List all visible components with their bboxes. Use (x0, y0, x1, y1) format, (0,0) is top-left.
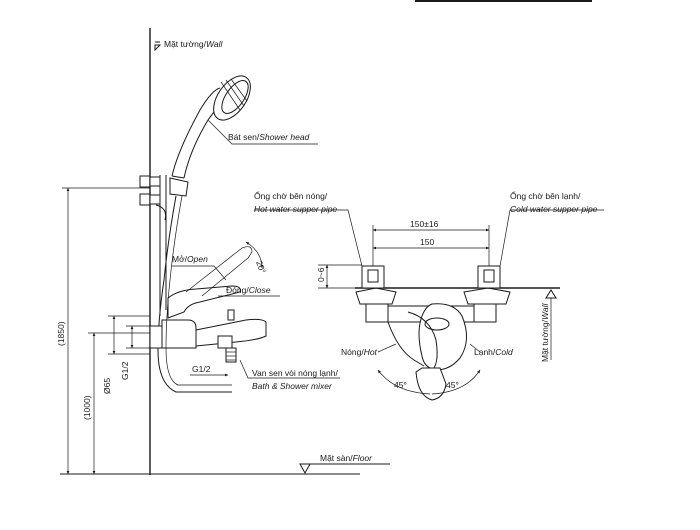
hot-pipe-leader (254, 209, 363, 267)
floor-level-marker (299, 463, 390, 475)
mixer-label-line2: Bath & Shower mixer (252, 381, 333, 391)
hot-pipe-label-line1: Ống chờ bên nóng/ (254, 190, 328, 201)
wall-level-marker-left (154, 41, 162, 52)
offset-dimension (318, 264, 362, 289)
hot-supply-fitting (355, 265, 397, 323)
shower-head-leader (207, 119, 318, 145)
cold-pipe-leader (499, 209, 604, 267)
close-label: Đóng/Close (226, 285, 271, 295)
front-view: 45° 45° 150±16 150 0~6 Ống chờ bên nóng/… (254, 190, 604, 401)
lever-angle-arc (245, 241, 264, 269)
height-dimensions (62, 187, 150, 475)
floor-label: Mặt sàn/Floor (320, 453, 373, 463)
hand-shower (169, 75, 251, 197)
mixer-leader (239, 359, 340, 379)
angle-arc-right (431, 369, 481, 395)
cold-label: Lạnh/Cold (474, 347, 513, 357)
mixer-label-line1: Van sen vòi nóng lạnh/ (252, 368, 338, 378)
wall-label-left: Mặt tường/Wall (164, 39, 223, 49)
mixer-body (149, 246, 267, 363)
hot-leader (377, 343, 397, 353)
side-view: 20° (1850) (1000) Ø65 G1/2 G1/2 Mặt tườn… (56, 28, 390, 475)
cold-pipe-label-line2: Cold water supper pipe (510, 204, 598, 214)
shower-hose (157, 195, 232, 393)
dimension-center-tolerance: 150±16 (410, 219, 439, 229)
center-dimensions (372, 225, 490, 266)
cold-pipe-label-line1: Ống chờ bên lạnh/ (510, 190, 581, 201)
hot-pipe-label-line2: Hot water supper pipe (254, 204, 337, 214)
shower-head-label: Bát sen/Shower head (228, 132, 310, 142)
angle-label-right: 45° (446, 380, 459, 390)
dimension-thread-bottom: G1/2 (192, 364, 211, 374)
angle-label-left: 45° (394, 380, 407, 390)
angle-arc-left (377, 369, 431, 395)
open-label: Mở/Open (172, 254, 208, 264)
wall-level-marker-right (545, 289, 557, 360)
handle-front (387, 303, 467, 401)
dimension-thread-left: G1/2 (120, 361, 130, 380)
wall-label-right: Mặt tường/Wall (540, 303, 550, 362)
dimension-1000: (1000) (82, 395, 92, 420)
cold-leader (469, 343, 481, 353)
cold-supply-fitting (463, 265, 511, 323)
lever-angle-label: 20° (254, 259, 268, 275)
dimension-diameter: Ø65 (102, 378, 112, 394)
slide-bar (139, 175, 167, 316)
open-leader (172, 265, 227, 281)
dimension-offset: 0~6 (316, 267, 326, 282)
dimension-1850: (1850) (56, 321, 66, 346)
dimension-center: 150 (420, 237, 434, 247)
hot-label: Nóng/Hot (341, 347, 378, 357)
